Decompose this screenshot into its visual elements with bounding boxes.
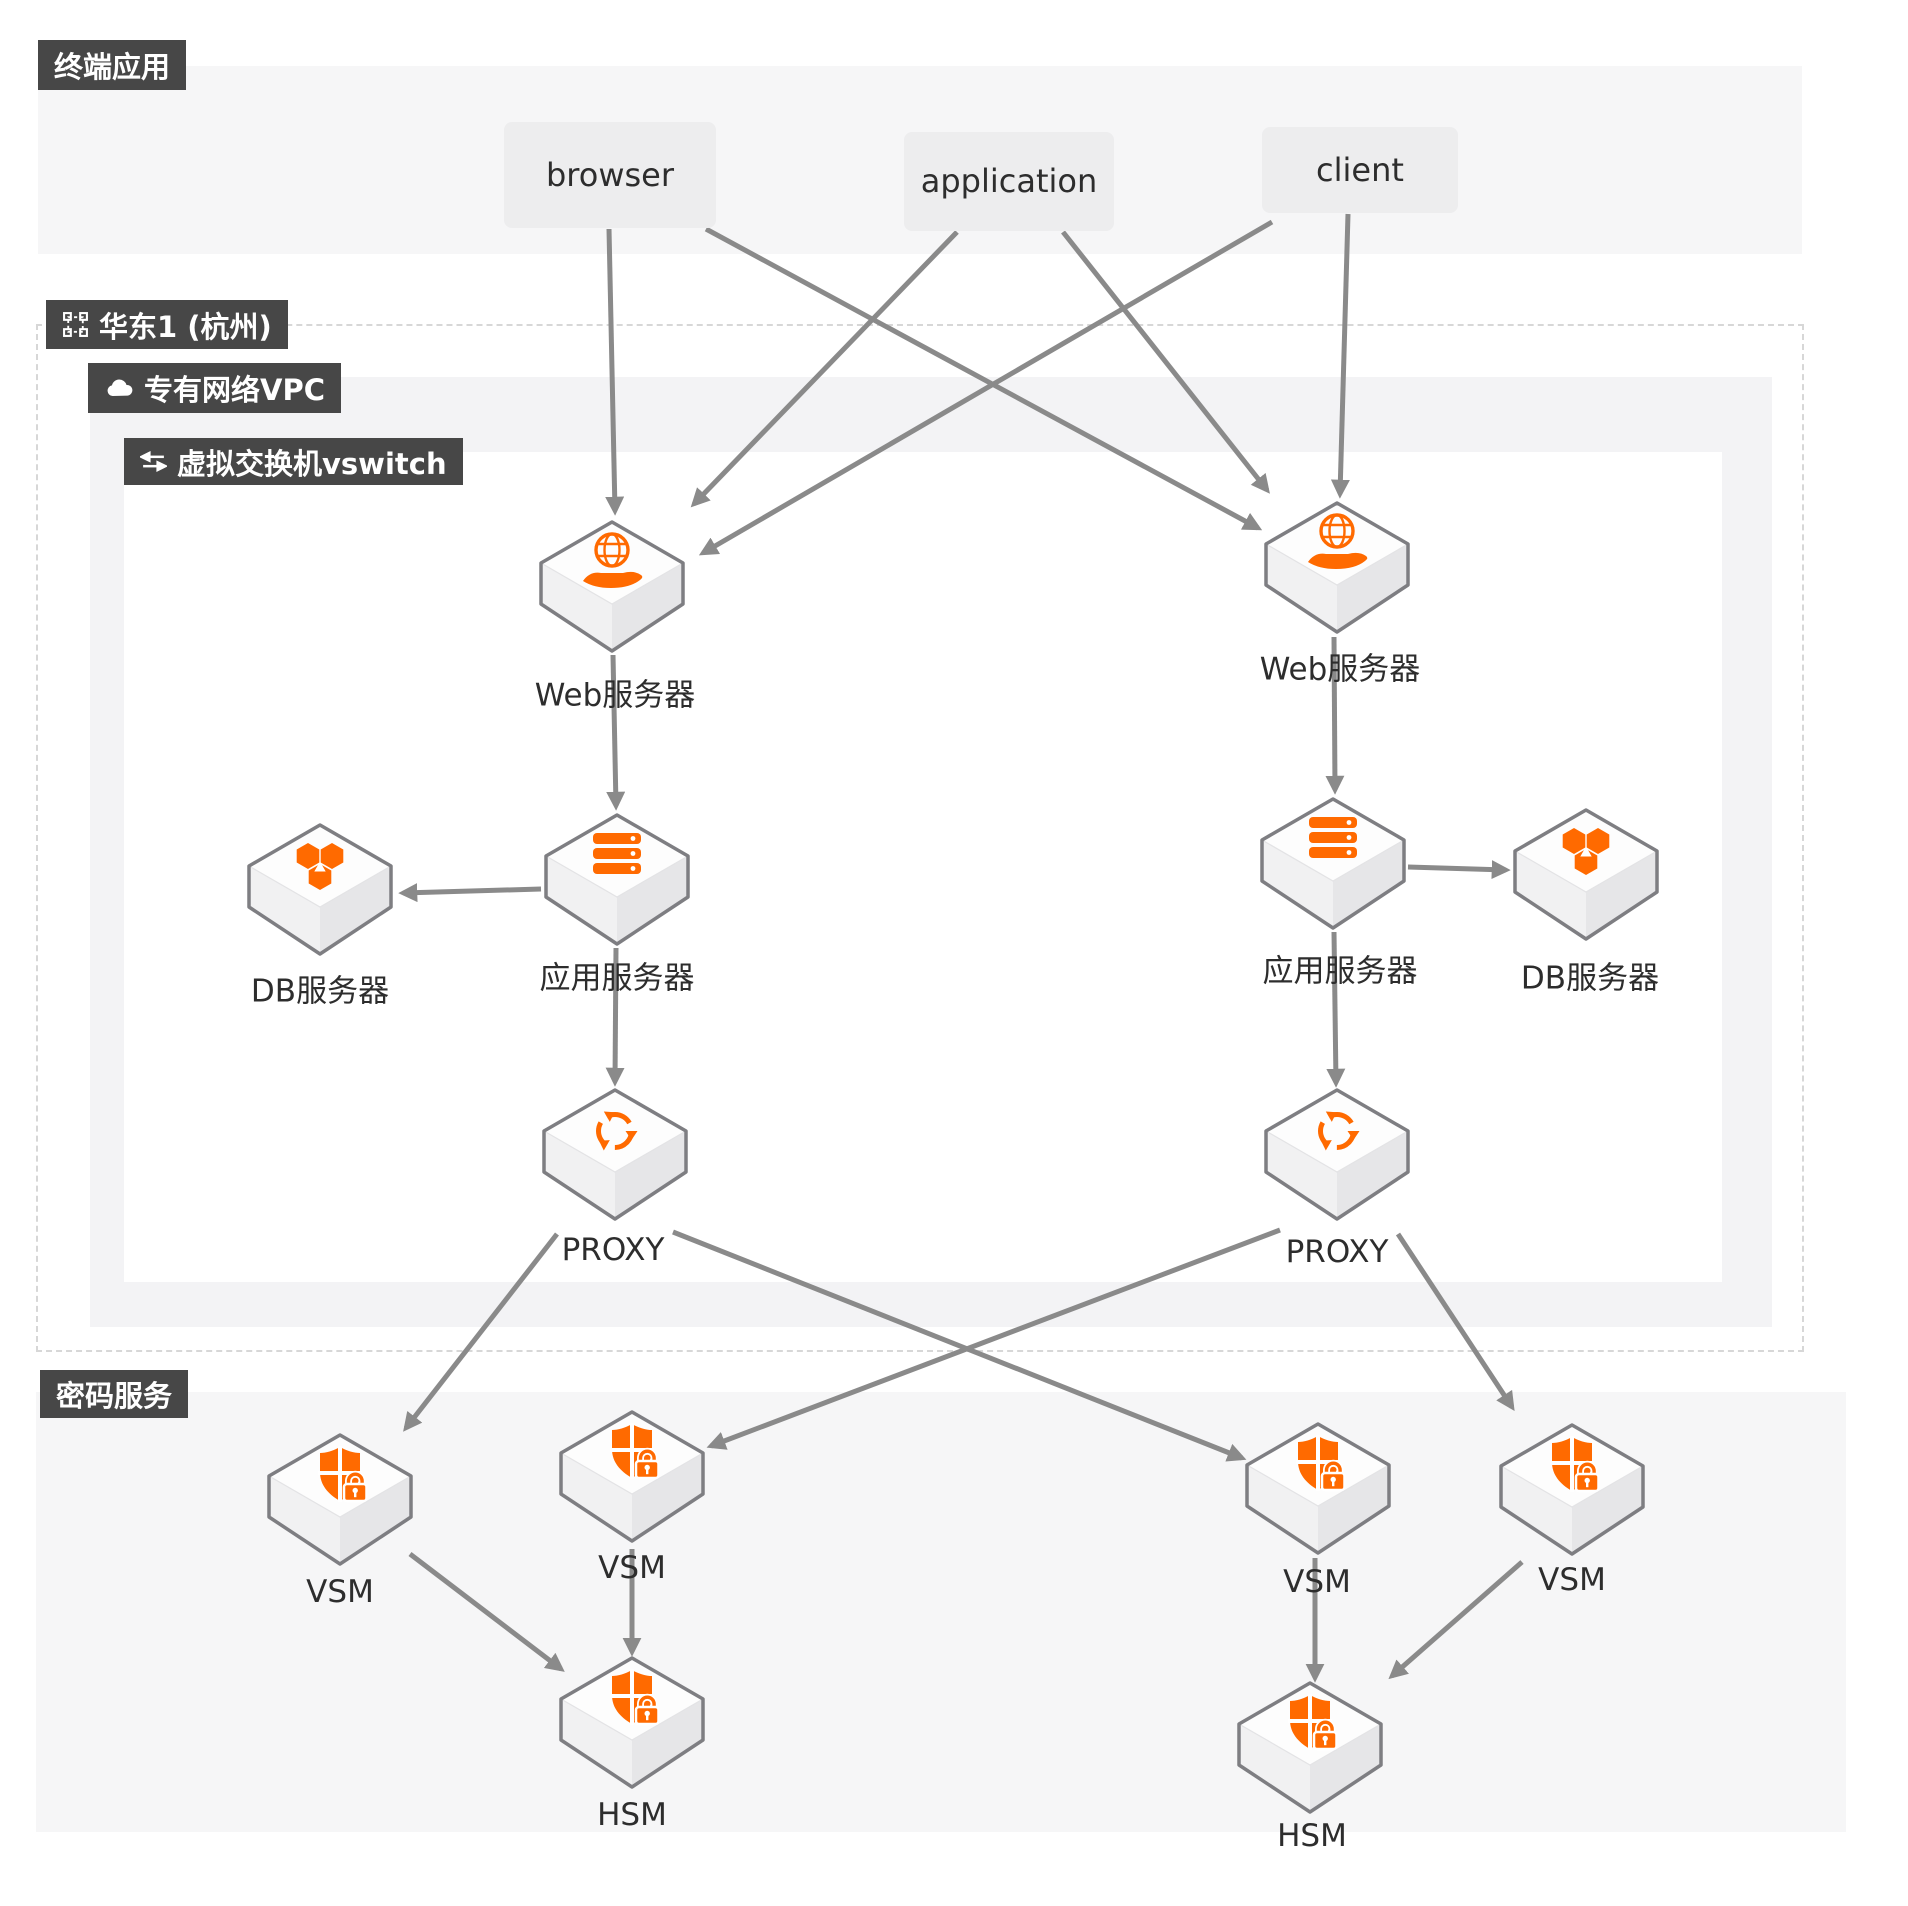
node-label-vsm4: VSM bbox=[1538, 1562, 1606, 1598]
node-label-proxy_r: PROXY bbox=[1285, 1234, 1389, 1270]
node-vsm2 bbox=[557, 1410, 707, 1544]
node-label-app_r: 应用服务器 bbox=[1262, 953, 1418, 990]
node-app_r bbox=[1258, 797, 1408, 931]
node-app_l bbox=[542, 813, 692, 947]
terminal-apps-badge: 终端应用 bbox=[38, 40, 187, 90]
proxy-icon bbox=[1264, 1088, 1410, 1221]
vswitch-badge: 虚拟交换机vswitch bbox=[124, 438, 463, 485]
terminal-box-client: client bbox=[1262, 127, 1458, 213]
node-label-vsm1: VSM bbox=[306, 1574, 374, 1610]
node-proxy_r bbox=[1262, 1088, 1412, 1222]
db-icon bbox=[1513, 808, 1659, 941]
node-label-hsm1: HSM bbox=[597, 1797, 667, 1833]
node-label-web_l: Web服务器 bbox=[534, 677, 696, 714]
cloud-icon bbox=[104, 376, 134, 400]
terminal-box-browser: browser bbox=[504, 122, 716, 228]
crypto-services-badge: 密码服务 bbox=[40, 1370, 189, 1418]
node-db_r bbox=[1511, 808, 1661, 942]
node-label-hsm2: HSM bbox=[1277, 1818, 1347, 1854]
node-label-app_l: 应用服务器 bbox=[539, 960, 695, 997]
switch-arrows-icon bbox=[140, 450, 167, 473]
db-icon bbox=[247, 823, 393, 956]
node-vsm3 bbox=[1243, 1422, 1393, 1556]
node-label-vsm2: VSM bbox=[598, 1550, 666, 1586]
node-label-web_r: Web服务器 bbox=[1259, 651, 1421, 688]
vpc-badge: 专有网络VPC bbox=[88, 363, 341, 413]
shield-icon bbox=[1245, 1422, 1391, 1555]
region-badge: 华东1 (杭州) bbox=[46, 300, 288, 349]
node-hsm1 bbox=[557, 1656, 707, 1790]
shield-icon bbox=[1499, 1423, 1645, 1556]
shield-icon bbox=[267, 1433, 413, 1566]
crypto-services-badge-text: 密码服务 bbox=[56, 1379, 173, 1413]
vswitch-badge-text: 虚拟交换机vswitch bbox=[177, 446, 447, 481]
terminal-box-application: application bbox=[904, 131, 1114, 231]
terminal-apps-badge-text: 终端应用 bbox=[54, 50, 171, 84]
web-icon bbox=[1264, 501, 1410, 634]
region-icon bbox=[62, 311, 89, 338]
shield-icon bbox=[1237, 1681, 1383, 1814]
app-icon bbox=[544, 813, 690, 946]
node-label-vsm3: VSM bbox=[1283, 1564, 1351, 1600]
node-hsm2 bbox=[1235, 1681, 1385, 1815]
node-label-db_r: DB服务器 bbox=[1520, 960, 1660, 997]
browser-label: browser bbox=[545, 156, 675, 194]
node-label-proxy_l: PROXY bbox=[561, 1232, 665, 1268]
shield-icon bbox=[559, 1656, 705, 1789]
node-vsm1 bbox=[265, 1433, 415, 1567]
node-web_l bbox=[537, 520, 687, 654]
node-proxy_l bbox=[540, 1088, 690, 1222]
node-label-db_l: DB服务器 bbox=[250, 973, 390, 1010]
node-db_l bbox=[245, 823, 395, 957]
node-web_r bbox=[1262, 501, 1412, 635]
vpc-badge-text: 专有网络VPC bbox=[144, 373, 325, 407]
application-label: application bbox=[920, 162, 1098, 200]
region-badge-text: 华东1 (杭州) bbox=[99, 309, 272, 344]
node-vsm4 bbox=[1497, 1423, 1647, 1557]
proxy-icon bbox=[542, 1088, 688, 1221]
web-icon bbox=[539, 520, 685, 653]
client-label: client bbox=[1316, 151, 1404, 189]
shield-icon bbox=[559, 1410, 705, 1543]
app-icon bbox=[1260, 797, 1406, 930]
